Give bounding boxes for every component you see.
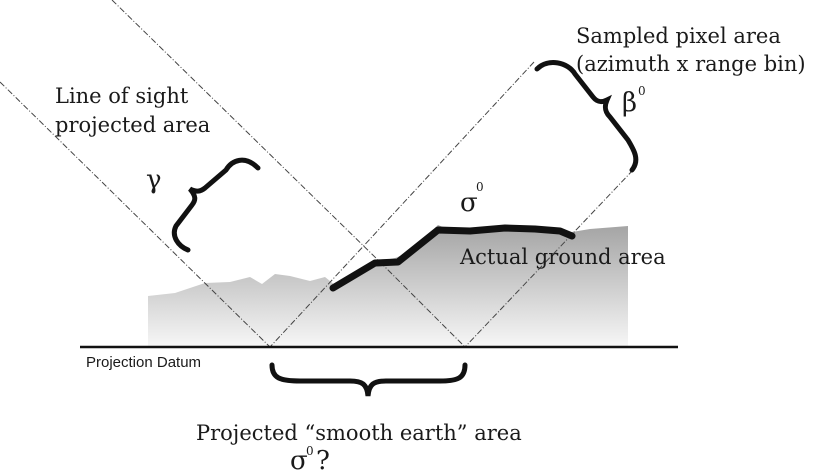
pixel-beam-line-left (269, 61, 535, 348)
los-label-line2: projected area (55, 113, 210, 137)
sigma-projected-superscript: 0 (306, 444, 314, 458)
projected-area-brace (269, 362, 468, 397)
los-beam-line-lower (379, 261, 466, 348)
los-beam-line-outer (0, 81, 271, 348)
projection-datum-label: Projection Datum (86, 354, 201, 371)
gamma-symbol: γ (146, 165, 162, 195)
beta-brace (534, 60, 639, 173)
sampled-pixel-label-line2: (azimuth x range bin) (576, 52, 806, 76)
beta-superscript: 0 (638, 84, 646, 98)
actual-ground-segment (329, 224, 576, 292)
gamma-brace (171, 157, 261, 253)
sigma-ground-superscript: 0 (476, 180, 484, 194)
pixel-beam-line-right (464, 169, 634, 348)
los-label-line1: Line of sight (55, 84, 189, 108)
terrain-area (148, 225, 628, 346)
projected-smooth-label: Projected “smooth earth” area (196, 421, 522, 445)
beta-symbol: β (622, 88, 637, 118)
sigma-projected-question: ? (316, 446, 330, 472)
los-beam-line-inner (111, 0, 381, 263)
sigma-ground-symbol: σ (460, 188, 478, 218)
actual-ground-label: Actual ground area (459, 245, 666, 269)
sigma-projected-symbol: σ (290, 446, 308, 472)
sampled-pixel-label-line1: Sampled pixel area (576, 24, 781, 48)
